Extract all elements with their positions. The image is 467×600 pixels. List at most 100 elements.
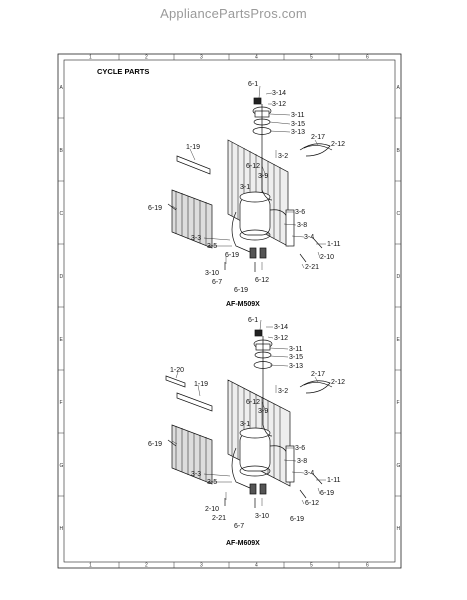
part-label: 3-4 [304, 234, 314, 241]
part-label: 6-19 [320, 490, 334, 497]
row-letter: B [60, 148, 64, 154]
part-label: 3-10 [205, 270, 219, 277]
sheet-title: CYCLE PARTS [97, 67, 149, 76]
part-label: 3-6 [295, 209, 305, 216]
part-label: 6-12 [246, 399, 260, 406]
row-letter: G [60, 463, 64, 469]
col-number: 5 [310, 55, 313, 61]
part-label: 2-21 [305, 264, 319, 271]
row-letter: F [60, 400, 63, 406]
row-letter: C [60, 211, 64, 217]
col-number: 4 [255, 563, 258, 569]
row-letter: A [397, 85, 401, 91]
part-label: 3-1 [240, 184, 250, 191]
part-label: 3-12 [274, 335, 288, 342]
inner-frame [63, 59, 396, 563]
part-label: 3-9 [258, 408, 268, 415]
row-letter: C [397, 211, 401, 217]
part-label: 3-10 [255, 513, 269, 520]
row-letter: B [397, 148, 401, 154]
row-letters-left: A B C D E F G H [60, 85, 64, 532]
model-label: AF-M609X [226, 540, 260, 547]
row-letter: D [397, 274, 401, 280]
part-label: 3-15 [291, 121, 305, 128]
model-label: AF-M509X [226, 301, 260, 308]
part-label: 3-4 [304, 470, 314, 477]
col-number: 6 [366, 563, 369, 569]
part-label: 3-3 [191, 235, 201, 242]
row-letter: F [397, 400, 400, 406]
diagram-af-m609x: 6-1 3-14 3-12 3-11 3-15 3-13 1-20 2-17 2… [148, 317, 345, 547]
part-label: 6-12 [246, 163, 260, 170]
row-letter: A [60, 85, 64, 91]
part-label: 3-13 [291, 129, 305, 136]
part-label: 2-10 [320, 254, 334, 261]
part-label: 1-11 [327, 477, 341, 484]
part-labels: 6-1 3-14 3-12 3-11 3-15 3-13 1-20 2-17 2… [148, 317, 345, 530]
leader-lines [171, 85, 326, 270]
part-label: 1-19 [186, 144, 200, 151]
part-label: 3-5 [207, 479, 217, 486]
row-letter: E [397, 337, 401, 343]
col-numbers-top: 1 2 3 4 5 6 [89, 55, 369, 61]
part-label: 3-5 [207, 243, 217, 250]
part-label: 2-10 [205, 506, 219, 513]
part-label: 3-14 [274, 324, 288, 331]
col-number: 3 [200, 563, 203, 569]
part-label: 6-1 [248, 317, 258, 324]
part-label: 6-7 [212, 279, 222, 286]
row-letter: G [397, 463, 401, 469]
part-label: 6-19 [290, 516, 304, 523]
part-label: 6-12 [305, 500, 319, 507]
part-label: 2-12 [331, 379, 345, 386]
part-label: 6-19 [148, 205, 162, 212]
part-label: 1-11 [327, 241, 341, 248]
col-number: 6 [366, 55, 369, 61]
part-label: 6-12 [255, 277, 269, 284]
part-label: 3-1 [240, 421, 250, 428]
part-labels: 6-1 3-14 3-12 3-11 3-15 3-13 2-17 2-12 1… [148, 81, 345, 294]
part-label: 2-21 [212, 515, 226, 522]
outer-frame [57, 53, 402, 569]
col-number: 5 [310, 563, 313, 569]
part-label: 3-11 [289, 346, 303, 353]
row-letter: D [60, 274, 64, 280]
part-label: 3-2 [278, 388, 288, 395]
part-label: 3-2 [278, 153, 288, 160]
part-label: 3-8 [297, 222, 307, 229]
part-label: 3-15 [289, 354, 303, 361]
part-label: 3-14 [272, 90, 286, 97]
part-label: 6-19 [225, 252, 239, 259]
col-number: 2 [145, 563, 148, 569]
col-numbers-bottom: 1 2 3 4 5 6 [89, 563, 369, 569]
part-label: 2-17 [311, 371, 325, 378]
part-label: 3-12 [272, 101, 286, 108]
col-number: 2 [145, 55, 148, 61]
part-label: 2-17 [311, 134, 325, 141]
part-label: 6-1 [248, 81, 258, 88]
col-number: 1 [89, 563, 92, 569]
exploded-view-drawing [165, 329, 333, 508]
part-label: 6-19 [148, 441, 162, 448]
part-label: 3-13 [289, 363, 303, 370]
part-label: 6-19 [234, 287, 248, 294]
part-label: 1-20 [170, 367, 184, 374]
col-number: 1 [89, 55, 92, 61]
part-label: 3-9 [258, 173, 268, 180]
part-label: 6-7 [234, 523, 244, 530]
part-label: 2-12 [331, 141, 345, 148]
col-number: 3 [200, 55, 203, 61]
row-letter: H [60, 526, 64, 532]
part-label: 1-19 [194, 381, 208, 388]
exploded-view-drawing [167, 97, 333, 272]
col-number: 4 [255, 55, 258, 61]
part-label: 3-11 [291, 112, 305, 119]
row-letters-right: A B C D E F G H [397, 85, 401, 532]
part-label: 3-6 [295, 445, 305, 452]
row-letter: E [60, 337, 64, 343]
row-letter: H [397, 526, 401, 532]
diagram-af-m509x: 6-1 3-14 3-12 3-11 3-15 3-13 2-17 2-12 1… [148, 81, 345, 308]
grid-ticks [58, 54, 401, 568]
part-label: 3-8 [297, 458, 307, 465]
